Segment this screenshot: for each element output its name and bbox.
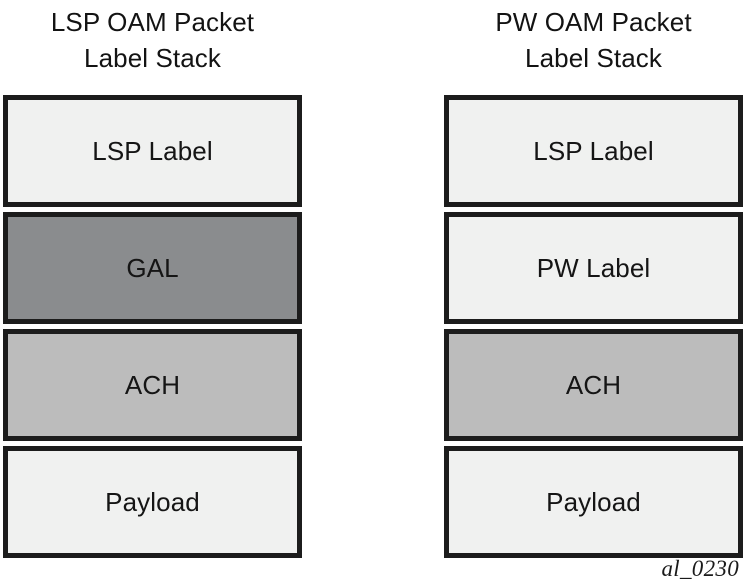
label-box-text: Payload [105, 487, 200, 517]
label-box-text: LSP Label [533, 136, 654, 166]
label-box-ach: ACH [3, 329, 302, 441]
label-box-lsp-label: LSP Label [3, 95, 302, 207]
label-box-ach: ACH [444, 329, 743, 441]
label-box-text: Payload [546, 487, 641, 517]
label-box-gal: GAL [3, 212, 302, 324]
pw-oam-stack-title: PW OAM Packet Label Stack [495, 7, 692, 73]
label-box-text: GAL [126, 253, 179, 283]
label-box-text: ACH [124, 370, 181, 400]
label-box-text: ACH [565, 370, 622, 400]
lsp-oam-stack-title: LSP OAM Packet Label Stack [50, 7, 255, 73]
label-box-pw-label: PW Label [444, 212, 743, 324]
lsp-oam-box-list: LSP Label GAL ACH Payload [3, 95, 302, 558]
label-box-payload: Payload [444, 446, 743, 558]
label-box-payload: Payload [3, 446, 302, 558]
figure-caption: al_0230 [661, 556, 739, 581]
label-box-text: LSP Label [92, 136, 213, 166]
label-box-text: PW Label [536, 253, 651, 283]
pw-oam-box-list: LSP Label PW Label ACH Payload [444, 95, 743, 558]
label-box-lsp-label: LSP Label [444, 95, 743, 207]
